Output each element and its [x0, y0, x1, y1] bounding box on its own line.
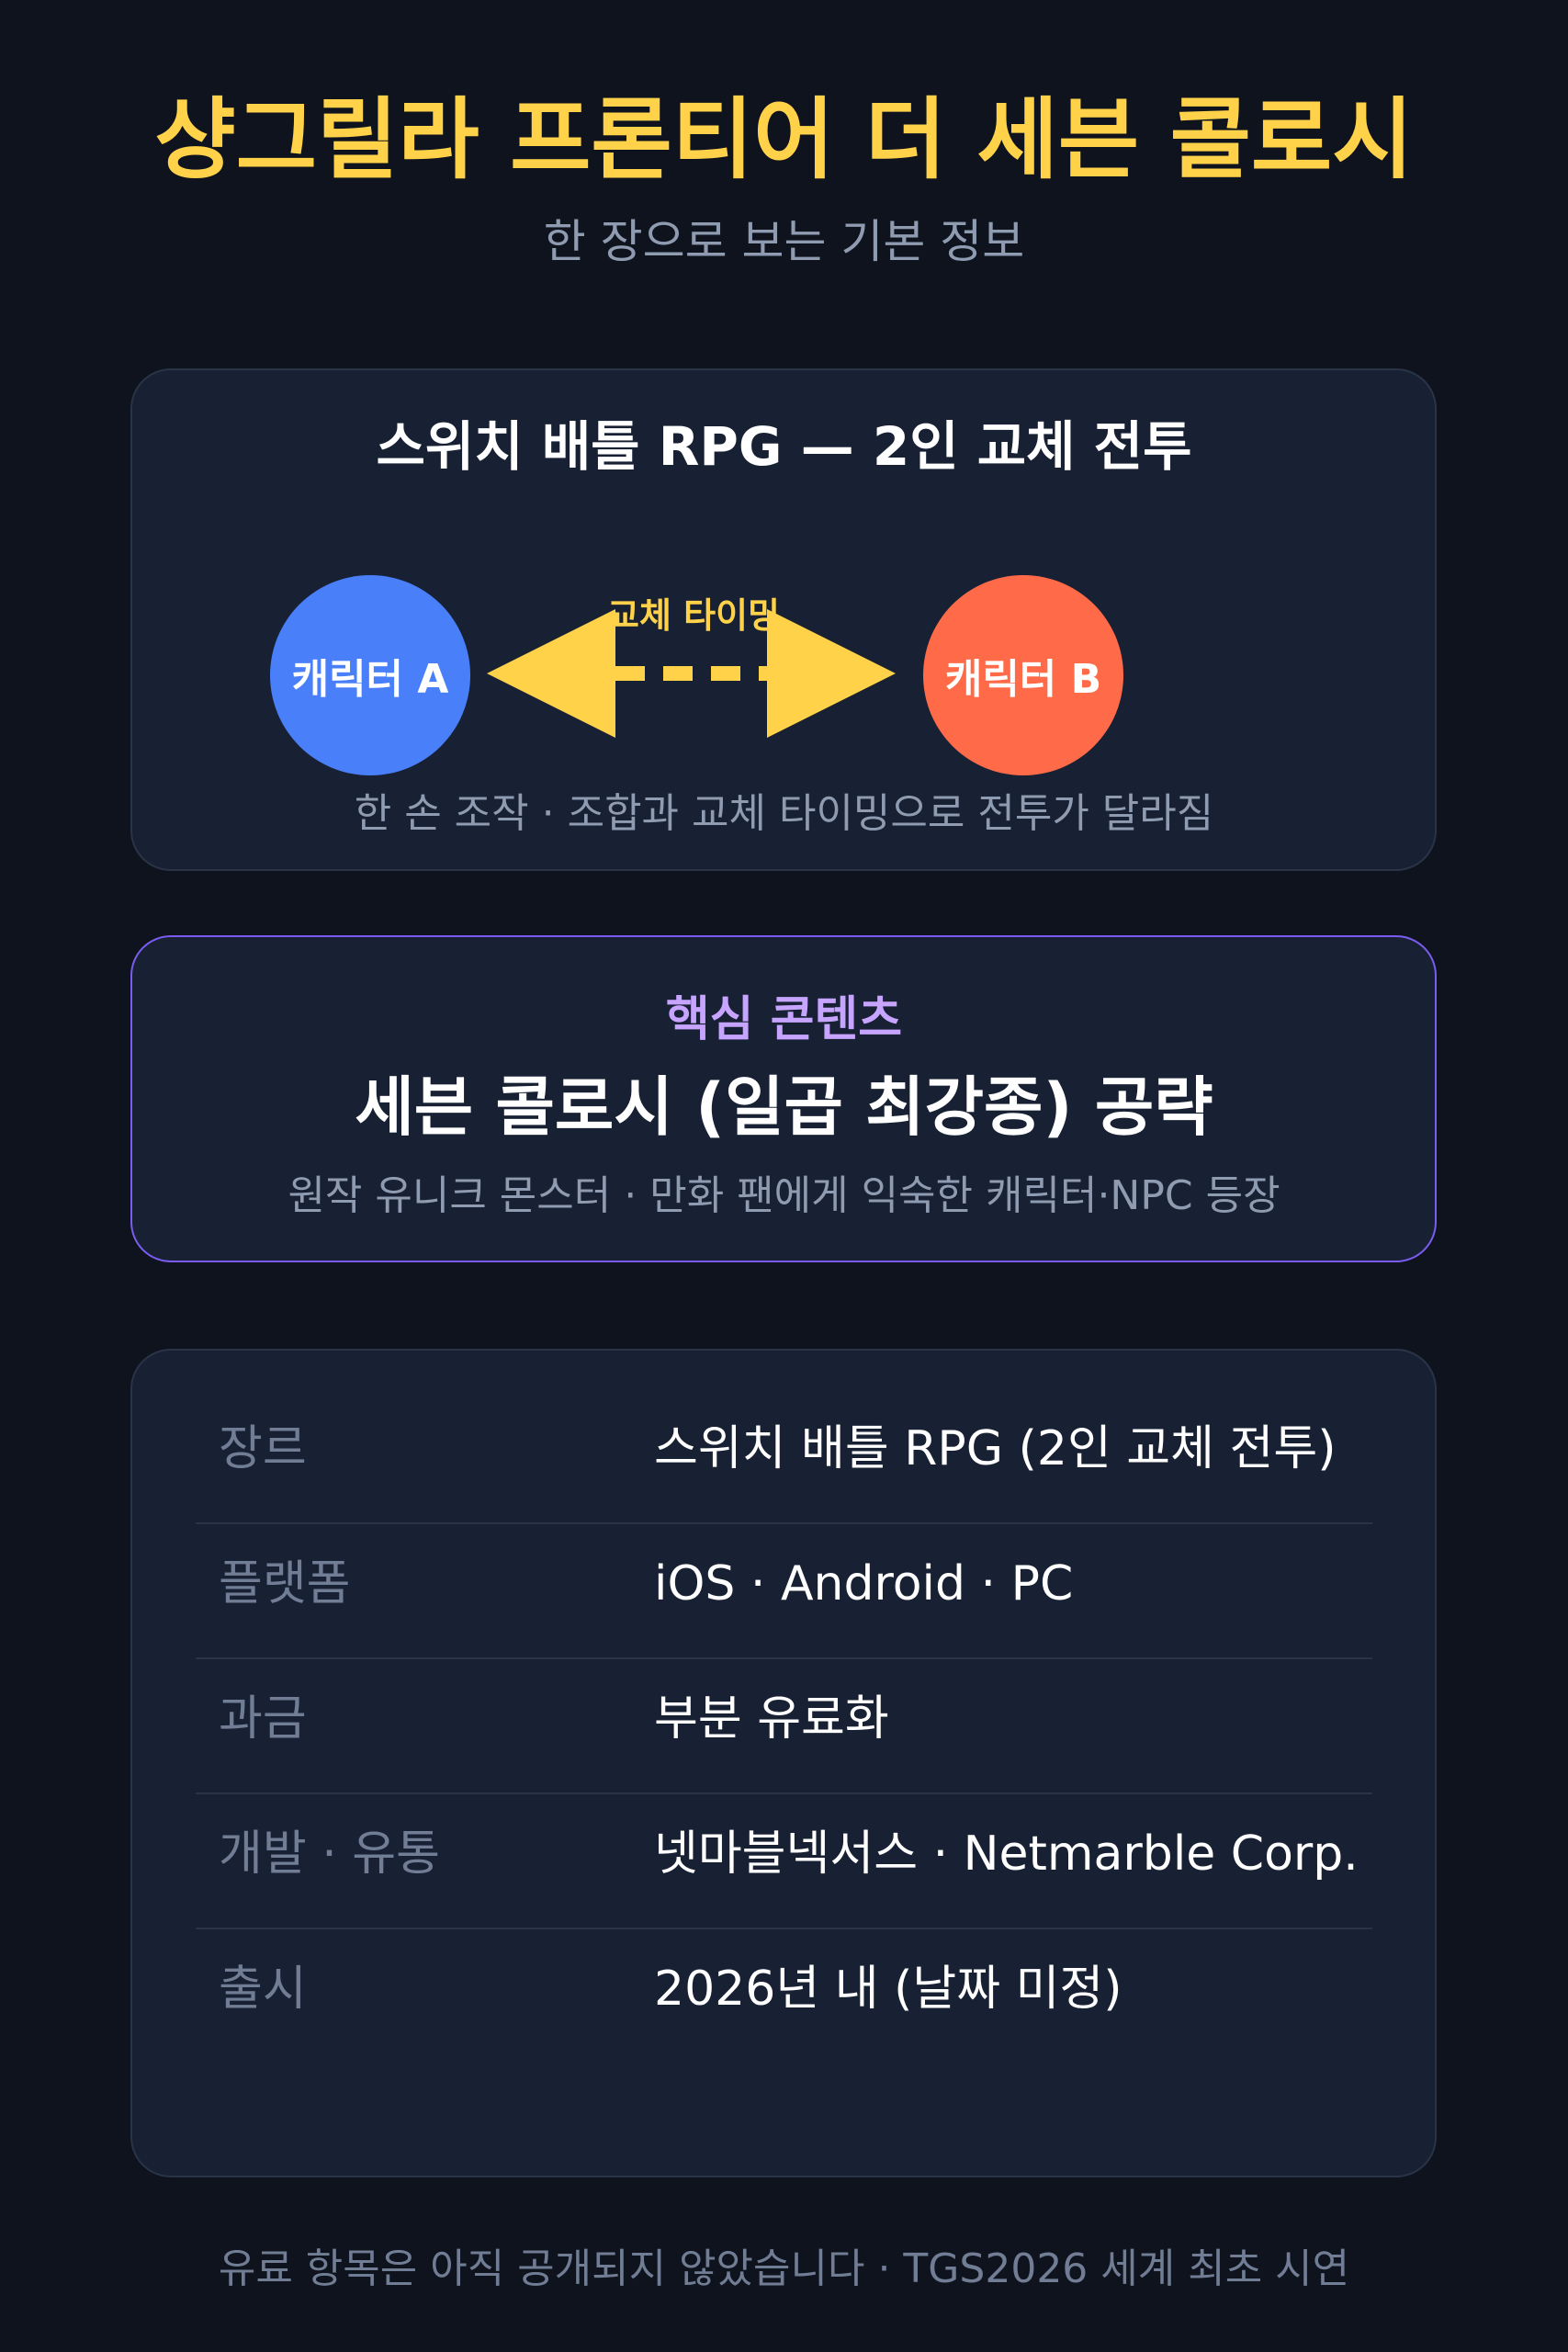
character-a-label: 캐릭터 A [291, 656, 449, 703]
info-label: 과금 [219, 1691, 307, 1747]
info-row-developer: 개발 · 유통 넷마블넥서스 · Netmarble Corp. [196, 1794, 1372, 1929]
core-description: 원작 유니크 몬스터 · 만화 팬에게 익숙한 캐릭터·NPC 등장 [288, 1172, 1280, 1219]
info-label: 장르 [219, 1421, 307, 1476]
info-table-card [130, 1349, 1437, 2177]
page-title: 샹그릴라 프론티어 더 세븐 콜로시 [154, 88, 1414, 191]
core-title: 세븐 콜로시 (일곱 최강종) 공략 [355, 1069, 1213, 1145]
core-label: 핵심 콘텐츠 [665, 992, 903, 1047]
info-value: 스위치 배틀 RPG (2인 교체 전투) [654, 1421, 1337, 1476]
character-b-badge: 캐릭터 B [923, 575, 1123, 775]
info-label: 개발 · 유통 [219, 1826, 440, 1882]
character-a-badge: 캐릭터 A [270, 575, 470, 775]
info-value: 2026년 내 (날짜 미정) [654, 1962, 1122, 2017]
info-value: 부분 유료화 [654, 1691, 889, 1747]
info-value: 넷마블넥서스 · Netmarble Corp. [654, 1826, 1359, 1882]
info-row-platform: 플랫폼 iOS · Android · PC [196, 1524, 1372, 1659]
character-b-label: 캐릭터 B [944, 656, 1102, 703]
info-value: iOS · Android · PC [654, 1556, 1074, 1611]
battle-title: 스위치 배틀 RPG — 2인 교체 전투 [376, 415, 1192, 478]
double-arrow-icon [487, 609, 896, 738]
swap-timing-label: 교체 타이밍 [606, 595, 781, 636]
right-arrow-head [767, 609, 896, 738]
info-row-release: 출시 2026년 내 (날짜 미정) [196, 1929, 1372, 2064]
battle-description: 한 손 조작 · 조합과 교체 타이밍으로 전투가 달라짐 [354, 790, 1214, 837]
info-row-monetization: 과금 부분 유료화 [196, 1659, 1372, 1794]
page-subtitle: 한 장으로 보는 기본 정보 [543, 215, 1025, 268]
info-label: 출시 [219, 1962, 307, 2017]
core-content-card [130, 935, 1437, 1262]
info-label: 플랫폼 [219, 1556, 351, 1611]
footer-note: 유료 항목은 아직 공개되지 않았습니다 · TGS2026 세계 최초 시연 [218, 2245, 1350, 2292]
info-row-genre: 장르 스위치 배틀 RPG (2인 교체 전투) [196, 1389, 1372, 1524]
left-arrow-head [487, 609, 615, 738]
